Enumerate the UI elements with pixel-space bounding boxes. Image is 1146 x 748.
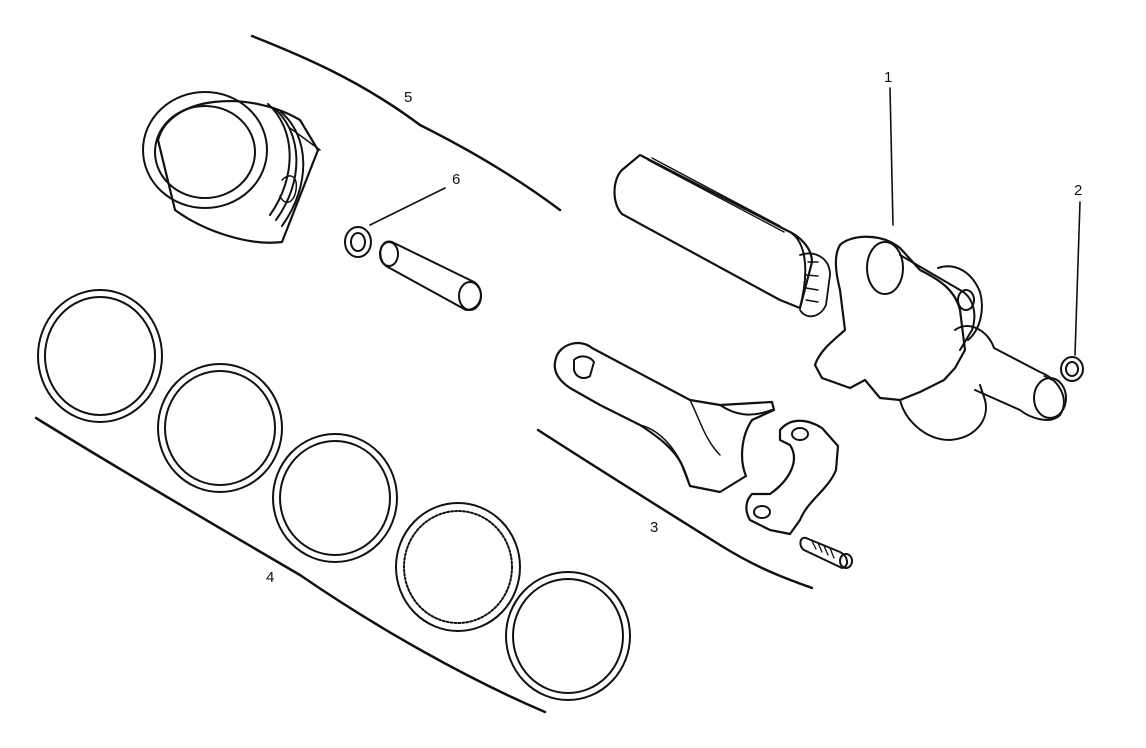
callout-5: 5 (404, 89, 413, 106)
connecting-rod-drawing (553, 341, 776, 494)
callout-2: 2 (1074, 182, 1083, 199)
piston-drawing (142, 91, 321, 244)
callout-4: 4 (266, 569, 275, 586)
leader-line-6 (369, 187, 446, 226)
callout-1: 1 (884, 69, 893, 86)
piston-rings-drawing (37, 289, 631, 701)
callout-3: 3 (650, 519, 659, 536)
circlip-drawing (344, 226, 372, 258)
callout-6: 6 (452, 171, 461, 188)
piston-pin-drawing (379, 240, 482, 311)
bracket-line-rings (34, 416, 547, 714)
rod-cap-drawing (745, 419, 840, 536)
bracket-line-rod (536, 428, 814, 590)
bushing-drawing (1060, 356, 1084, 382)
crankshaft-drawing (613, 153, 1067, 441)
rod-bolt-drawing (799, 536, 853, 569)
leader-line-2 (1074, 201, 1081, 356)
leader-line-1 (889, 87, 894, 226)
bracket-line-piston (250, 34, 562, 212)
